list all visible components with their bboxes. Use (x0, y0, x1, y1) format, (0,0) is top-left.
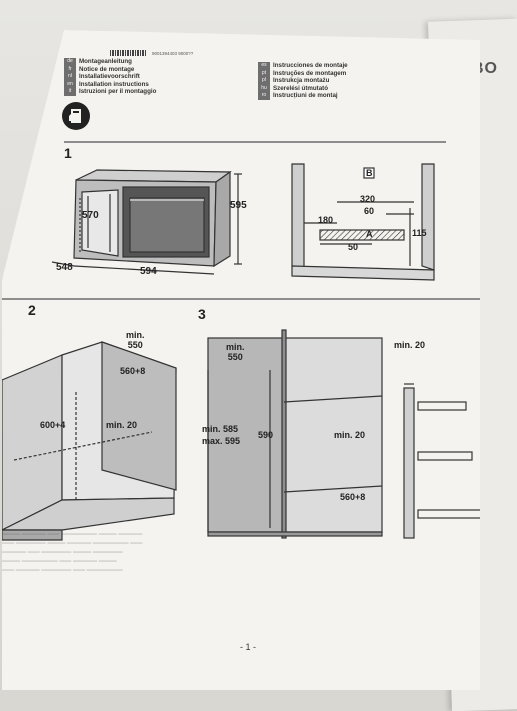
figure-number-3: 3 (198, 306, 206, 322)
section-divider (2, 298, 480, 300)
dimension-60: 60 (364, 206, 375, 216)
dimension-570: 570 (82, 210, 99, 221)
bleed-through-text: ▬▬▬ ▬▬▬▬ ▬▬ ▬▬▬▬▬▬ ▬▬▬ ▬▬▬▬▬▬ ▬▬▬▬▬ ▬▬▬ … (2, 531, 143, 573)
barcode (110, 50, 146, 56)
cabinet-niche-drawings (2, 329, 480, 541)
page-number: - 1 - (240, 642, 257, 652)
dimension-560: 560+8 (120, 366, 146, 376)
dimension-548: 548 (56, 262, 73, 273)
figure-number-1: 1 (64, 145, 72, 161)
dimension-320: 320 (360, 194, 376, 204)
dimension-50: 50 (348, 242, 359, 252)
figure-number-2: 2 (28, 302, 36, 318)
dimension-side-min-20: min. 20 (394, 340, 426, 350)
dimension-min-585: min. 585 (202, 424, 239, 434)
document-code: 9001394403 9000?? (152, 51, 194, 56)
dimension-595: 595 (230, 200, 247, 211)
dimension-min-20: min. 20 (334, 430, 366, 440)
dimension-600: 600+4 (40, 420, 66, 430)
dimension-560: 560+8 (340, 492, 366, 502)
dimension-115: 115 (412, 228, 427, 238)
oven-dimension-drawing (51, 163, 435, 281)
dimension-594: 594 (140, 266, 157, 277)
section-divider (64, 141, 446, 143)
dimension-590: 590 (258, 430, 274, 440)
dimension-180: 180 (318, 215, 334, 225)
dimension-min-550: min. 550 (226, 342, 245, 362)
label-a: A (366, 229, 373, 239)
dimension-max-595: max. 595 (202, 436, 241, 446)
label-b: B (366, 168, 373, 178)
read-manual-icon (62, 102, 90, 130)
dimension-min-20: min. 20 (106, 420, 138, 430)
dimension-min-550: min. 550 (126, 330, 145, 350)
